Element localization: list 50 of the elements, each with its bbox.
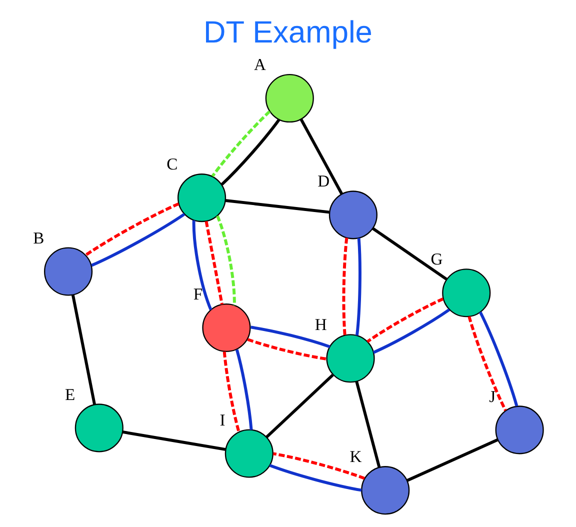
connector [478,312,518,406]
connector [468,316,507,412]
connector [247,338,328,360]
node-label: I [220,410,226,430]
node-circle [265,74,314,123]
node-label: E [65,384,76,404]
connector [342,238,348,336]
connector [406,438,498,482]
node-label: F [193,284,203,304]
connector [269,464,362,492]
connector [220,118,280,186]
node-circle [361,466,410,515]
connector [372,227,448,280]
node-circle [495,406,544,454]
connector [91,212,186,267]
node-label: A [254,55,266,74]
node-circle [224,429,274,478]
connector [372,308,450,354]
connector [273,452,365,480]
node-circle [177,174,226,222]
node-circle [44,247,93,296]
connector [366,298,444,343]
node-circle [442,268,491,318]
node-circle [326,334,375,383]
node-label: D [318,172,330,191]
connector [356,238,362,336]
node-circle [74,404,124,452]
node-label: K [350,447,362,466]
connector [225,199,330,214]
node-label: H [314,315,327,334]
node-circle [202,303,251,352]
diagram-title: DT Example [204,14,372,50]
connector [211,110,271,178]
node-circle [328,190,378,240]
node-label: J [489,386,496,406]
connector [266,374,334,438]
node-label: B [33,228,44,248]
connector [204,221,224,305]
connector [192,220,212,310]
node-label: C [166,154,178,174]
connector [250,326,330,348]
connector [222,352,240,432]
connector [216,215,236,306]
connector [235,349,253,430]
connector [71,294,96,405]
node-label: G [430,250,443,269]
connector [300,118,344,195]
connector [355,380,381,468]
connector [122,430,226,451]
connector [85,202,180,256]
